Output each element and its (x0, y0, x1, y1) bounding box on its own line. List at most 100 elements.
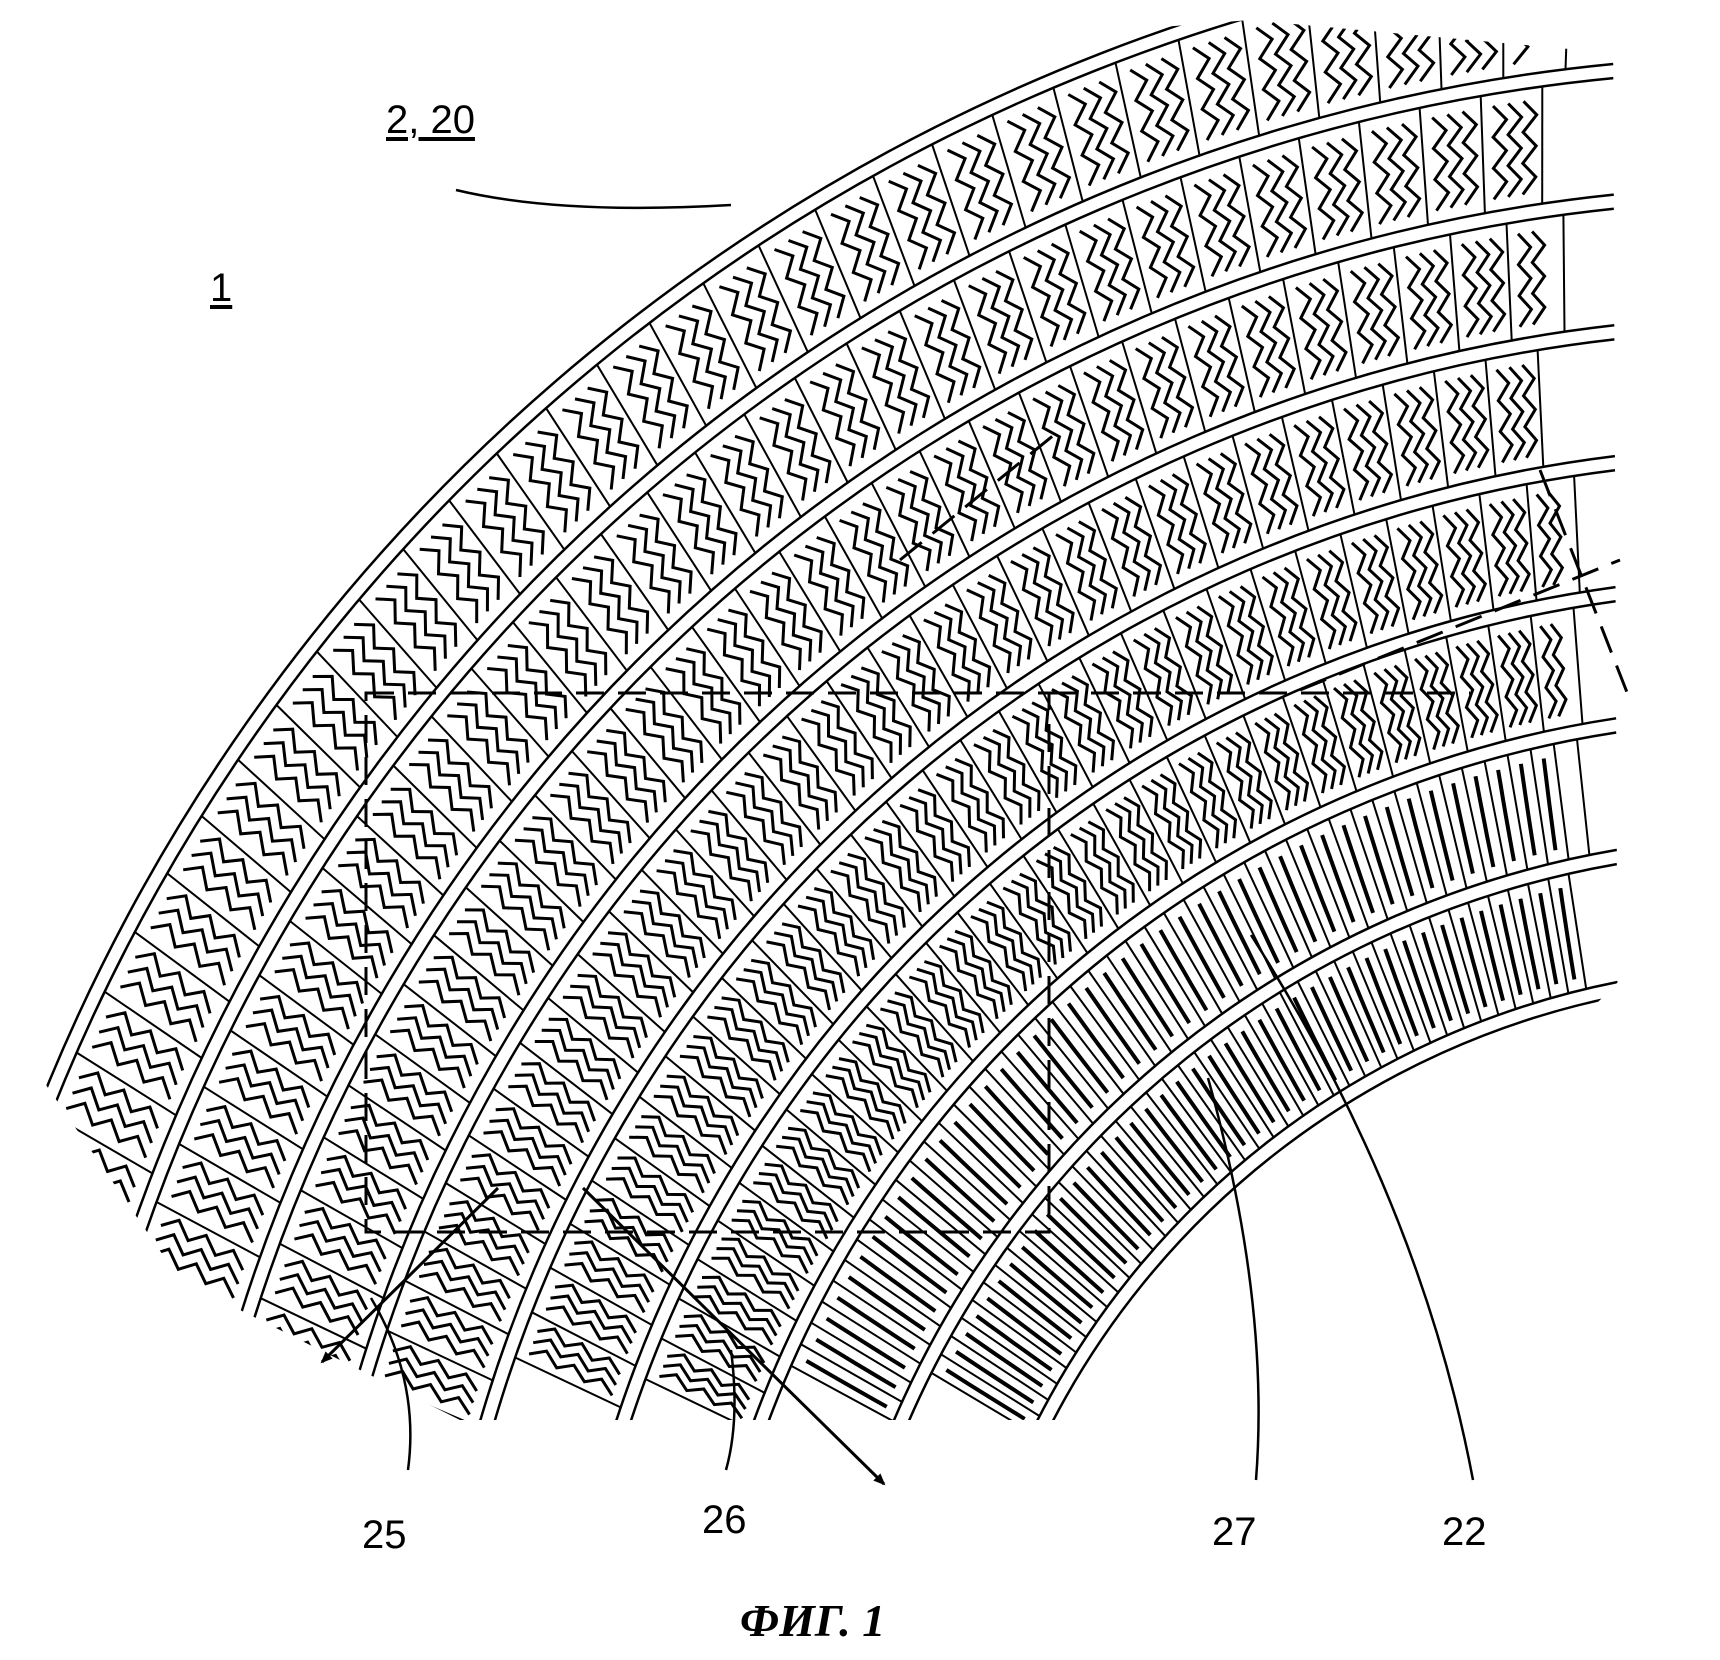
sipe (1317, 553, 1348, 646)
sipe (1268, 433, 1299, 526)
sipe (1107, 217, 1141, 310)
lateral-groove (982, 1281, 1077, 1354)
sipe (1150, 200, 1182, 293)
lateral-groove (402, 548, 479, 641)
lateral-groove (1529, 749, 1549, 865)
sipe (617, 1156, 695, 1213)
sipe (742, 1199, 819, 1257)
sipe (1558, 887, 1577, 980)
lateral-groove (1238, 156, 1262, 273)
lateral-groove (661, 1337, 766, 1394)
sipe (312, 674, 378, 746)
lateral-groove (1280, 416, 1310, 531)
lateral-groove (1092, 803, 1152, 906)
sipe (1141, 784, 1185, 870)
sipe (839, 518, 888, 603)
lateral-groove (870, 482, 927, 588)
sipe (1192, 46, 1221, 141)
sipe (182, 865, 257, 931)
sipe (568, 771, 632, 844)
sipe (282, 954, 357, 1017)
sipe (1015, 1050, 1079, 1125)
sipe (1120, 957, 1174, 1038)
sipe (1159, 478, 1196, 569)
sipe (593, 555, 650, 634)
sipe (497, 861, 566, 929)
sipe (1368, 399, 1394, 494)
sipe (606, 728, 667, 803)
sipe (995, 269, 1034, 361)
sipe (1346, 966, 1386, 1054)
lateral-groove (104, 990, 203, 1059)
lateral-groove (1282, 278, 1307, 395)
sipe (860, 666, 912, 748)
lateral-groove (498, 839, 585, 923)
lateral-groove (1085, 1150, 1167, 1237)
lateral-groove (872, 175, 916, 287)
lateral-groove (1205, 588, 1247, 700)
sipe (1052, 846, 1103, 927)
sipe (457, 920, 528, 985)
lateral-groove (898, 310, 946, 420)
sipe (218, 1076, 299, 1135)
sipe (897, 1195, 971, 1258)
lateral-groove (1305, 20, 1321, 119)
sipe (235, 781, 306, 849)
label-26: 26 (702, 1498, 747, 1542)
sipe (847, 852, 906, 928)
sipe (254, 754, 323, 823)
sipe (813, 887, 876, 960)
sipe (569, 1251, 651, 1303)
circumferential-groove (625, 599, 1616, 1420)
lateral-groove (823, 515, 884, 619)
sipe (825, 1074, 895, 1140)
lateral-groove (1057, 828, 1120, 930)
lateral-groove (1567, 873, 1588, 989)
sipe (988, 574, 1033, 660)
sipe (787, 1126, 861, 1189)
lateral-groove (166, 872, 260, 948)
sipe (1161, 335, 1195, 428)
lateral-groove (1562, 214, 1566, 332)
lateral-groove (1297, 138, 1317, 255)
lateral-groove (1536, 350, 1545, 467)
lateral-groove (837, 1039, 923, 1122)
sipe (927, 306, 969, 396)
lateral-groove (1385, 519, 1410, 634)
sipe (1508, 366, 1527, 461)
sipe (986, 900, 1042, 978)
sipe (746, 266, 793, 354)
sipe (1082, 86, 1116, 181)
lateral-groove (430, 715, 513, 803)
leader-lines (369, 188, 1475, 1481)
sipe (534, 1040, 609, 1101)
sipe (838, 861, 899, 936)
sipe (887, 999, 951, 1070)
sipe (862, 502, 910, 587)
leader-25 (369, 1297, 412, 1471)
circumferential-groove (206, 193, 1614, 1420)
sipe (1021, 708, 1069, 792)
sipe (802, 230, 846, 319)
sipe (772, 744, 829, 821)
sipe (812, 1091, 883, 1156)
sipe (1196, 605, 1234, 695)
sipe (1093, 223, 1128, 316)
sipe (1207, 457, 1242, 549)
lateral-groove (1177, 1064, 1246, 1161)
sipe (1393, 664, 1422, 757)
sipe (1424, 654, 1451, 747)
lateral-groove (1285, 839, 1332, 948)
leader-22 (1249, 934, 1475, 1481)
lateral-groove (1241, 20, 1261, 136)
sipe (743, 968, 810, 1037)
sipe (1491, 105, 1509, 201)
sipe (1171, 473, 1207, 564)
sipe (1261, 575, 1295, 667)
sipe (832, 1065, 901, 1132)
sipe (571, 577, 628, 655)
sipe (850, 510, 899, 595)
lateral-groove (793, 377, 849, 483)
sipe (764, 1162, 839, 1223)
sipe (1448, 20, 1467, 76)
